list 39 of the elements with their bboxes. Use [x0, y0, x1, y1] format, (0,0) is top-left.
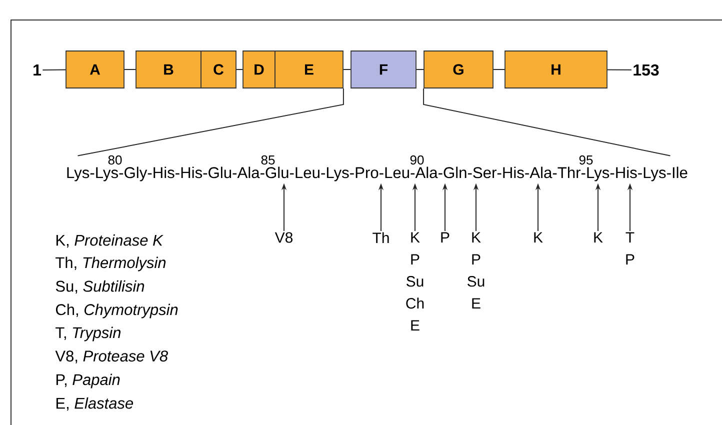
enzyme-label: K	[594, 232, 603, 243]
enzyme-key: P, Papain	[56, 374, 120, 388]
enzyme-key: E, Elastase	[56, 397, 134, 411]
enzyme-key: Th, Thermolysin	[56, 256, 166, 272]
zoom-line	[423, 88, 671, 156]
domain-box: B	[136, 50, 202, 88]
sequence-text: Lys-Lys-Gly-His-His-Glu-Ala-Glu-Leu-Lys-Pro-Leu-Ala-Gln-Ser-His-Ala-Thr-Lys-His-Lys-Ile	[67, 166, 688, 182]
enzyme-label: K	[534, 232, 543, 243]
domain-box: H	[504, 50, 608, 88]
enzyme-label: V8	[274, 232, 293, 243]
domain-box: D	[242, 50, 276, 88]
enzyme-key: K, Proteinase K	[56, 234, 164, 248]
connector-line	[606, 69, 632, 70]
enzyme-key: Ch, Chymotrypsin	[56, 304, 178, 318]
domain-box: G	[424, 50, 494, 88]
connector-line	[124, 69, 136, 70]
connector-line	[492, 69, 506, 70]
enzyme-key: T, Trypsin	[56, 326, 121, 342]
enzyme-label: K P Su Ch E	[406, 232, 424, 330]
residue-number: 95	[579, 155, 593, 165]
connector-line	[42, 69, 66, 70]
residue-number: 80	[108, 155, 122, 165]
connector-line	[342, 69, 352, 70]
residue-number: 90	[410, 155, 424, 165]
domain-box: C	[200, 50, 236, 88]
residue-number: 85	[261, 155, 275, 165]
enzyme-label: K P Su E	[468, 232, 484, 308]
connector-line	[416, 69, 424, 70]
connector-line	[236, 69, 244, 70]
enzyme-label: Th	[372, 232, 389, 244]
end-number: 1	[34, 64, 42, 76]
enzyme-key: Su, Subtilisin	[56, 280, 144, 294]
zoom-line	[77, 88, 344, 156]
enzyme-label: P	[441, 232, 450, 243]
enzyme-key: V8, Protease V8	[55, 350, 168, 364]
domain-box: F	[350, 50, 416, 88]
enzyme-label: T P	[626, 232, 634, 265]
domain-box: A	[66, 50, 124, 88]
end-number: 153	[634, 64, 659, 76]
